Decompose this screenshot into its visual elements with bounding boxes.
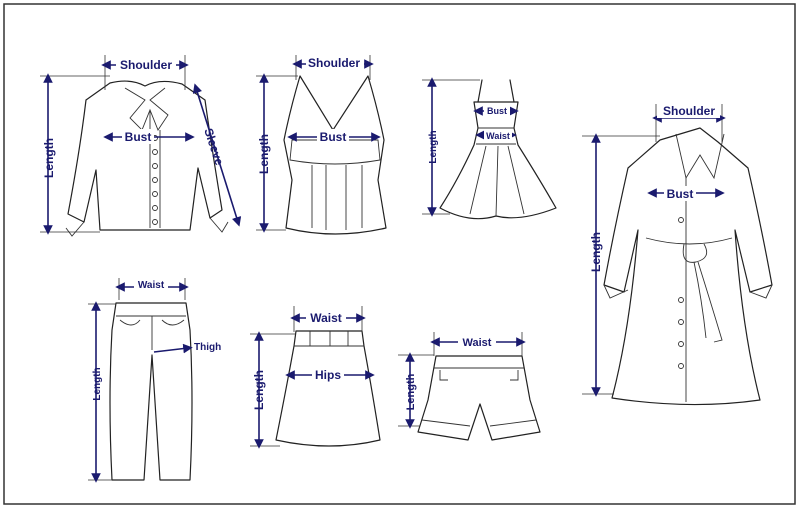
dress-figure: Bust Waist Length <box>422 77 557 220</box>
shorts-waist-label-bg <box>458 335 496 349</box>
coat-outline <box>603 127 773 406</box>
top-outline <box>283 75 387 235</box>
pants-waist-label-bg <box>134 279 168 291</box>
dress-bust-label: Bust <box>487 106 507 116</box>
shirt-shoulder-label-bg <box>116 57 176 72</box>
top-shoulder-label: Shoulder <box>308 56 360 70</box>
pants-outline <box>109 302 193 481</box>
shirt-shoulder-label: Shoulder <box>120 58 172 72</box>
coat-shoulder-label-bg <box>657 103 720 118</box>
pants-thigh-line <box>153 343 193 354</box>
coat-bust-label: Bust <box>667 187 694 201</box>
skirt-hips-label-bg <box>312 367 344 381</box>
dress-length-label: Length <box>428 130 439 163</box>
shorts-length-label: Length <box>405 373 417 410</box>
shirt-bust-label: Bust <box>125 130 152 144</box>
chart-border <box>3 3 796 505</box>
shirt-outline <box>65 80 229 237</box>
top-bust-label: Bust <box>320 130 347 144</box>
skirt-hips-label: Hips <box>315 368 341 382</box>
skirt-waist-label-bg <box>306 311 346 325</box>
coat-length-label: Length <box>589 232 603 272</box>
shorts-outline <box>417 355 541 441</box>
top-length-label: Length <box>257 134 271 174</box>
shorts-waist-label: Waist <box>463 337 492 349</box>
skirt-outline <box>275 330 381 447</box>
pants-length-label: Length <box>92 367 103 400</box>
coat-buttons <box>678 217 684 369</box>
pants-waist-label: Waist <box>138 280 165 291</box>
coat-shoulder-label: Shoulder <box>663 104 715 118</box>
skirt-waist-label: Waist <box>310 311 342 325</box>
dress-bust-label-bg <box>484 104 510 116</box>
shorts-figure: Waist Length <box>398 332 541 441</box>
coat-figure: Shoulder Bust Length <box>582 103 773 406</box>
shirt-length-label: Length <box>42 138 56 178</box>
dress-waist-label-bg <box>484 129 512 141</box>
dress-outline <box>439 79 557 220</box>
coat-bust-label-bg <box>664 186 696 201</box>
shirt-sleeve-label: Sleeve <box>201 127 226 168</box>
pants-figure: Waist Thigh Length <box>88 278 221 483</box>
pants-thigh-label: Thigh <box>194 342 221 353</box>
top-bust-label-bg <box>317 129 349 144</box>
top-figure: Shoulder Bust Length <box>256 55 387 235</box>
shirt-figure: Shoulder Bust Length Sleeve <box>40 55 242 237</box>
top-shoulder-label-bg <box>306 56 364 70</box>
skirt-figure: Waist Hips Length <box>250 306 381 449</box>
skirt-length-label: Length <box>252 370 266 410</box>
dress-waist-label: Waist <box>486 131 510 141</box>
shirt-buttons <box>152 135 158 225</box>
shirt-sleeve-line <box>192 83 242 227</box>
shirt-bust-label-bg <box>122 129 154 144</box>
